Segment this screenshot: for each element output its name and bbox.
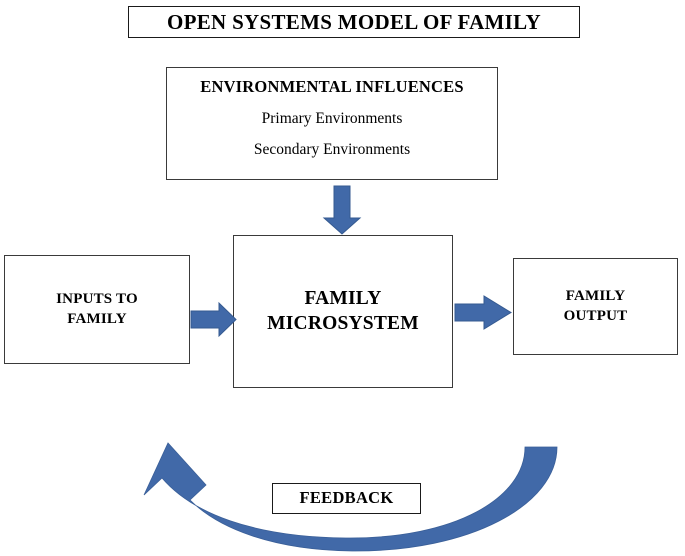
- inputs-to-family-label-line1: INPUTS TO: [56, 291, 138, 308]
- family-output-box: FAMILY OUTPUT: [513, 258, 678, 355]
- inputs-to-microsystem-arrow: [190, 301, 237, 338]
- diagram-title-box: OPEN SYSTEMS MODEL OF FAMILY: [128, 6, 580, 38]
- inputs-to-family-label-line2: FAMILY: [67, 310, 127, 327]
- secondary-environments-label: Secondary Environments: [253, 141, 411, 159]
- family-output-label-line1: FAMILY: [565, 288, 626, 305]
- inputs-to-family-box: INPUTS TO FAMILY: [4, 255, 190, 364]
- microsystem-to-output-arrow: [454, 295, 512, 330]
- feedback-box: FEEDBACK: [272, 483, 421, 514]
- primary-environments-label: Primary Environments: [261, 110, 403, 128]
- family-microsystem-label-line1: FAMILY: [304, 288, 382, 310]
- environmental-influences-heading: ENVIRONMENTAL INFLUENCES: [200, 77, 464, 96]
- feedback-label: FEEDBACK: [299, 488, 394, 508]
- family-output-label-line2: OUTPUT: [563, 307, 628, 324]
- page-title: OPEN SYSTEMS MODEL OF FAMILY: [166, 9, 541, 34]
- environment-to-microsystem-arrow: [322, 185, 362, 235]
- family-microsystem-label-line2: MICROSYSTEM: [267, 312, 419, 334]
- family-microsystem-box: FAMILY MICROSYSTEM: [233, 235, 453, 388]
- environmental-influences-box: ENVIRONMENTAL INFLUENCES Primary Environ…: [166, 67, 498, 180]
